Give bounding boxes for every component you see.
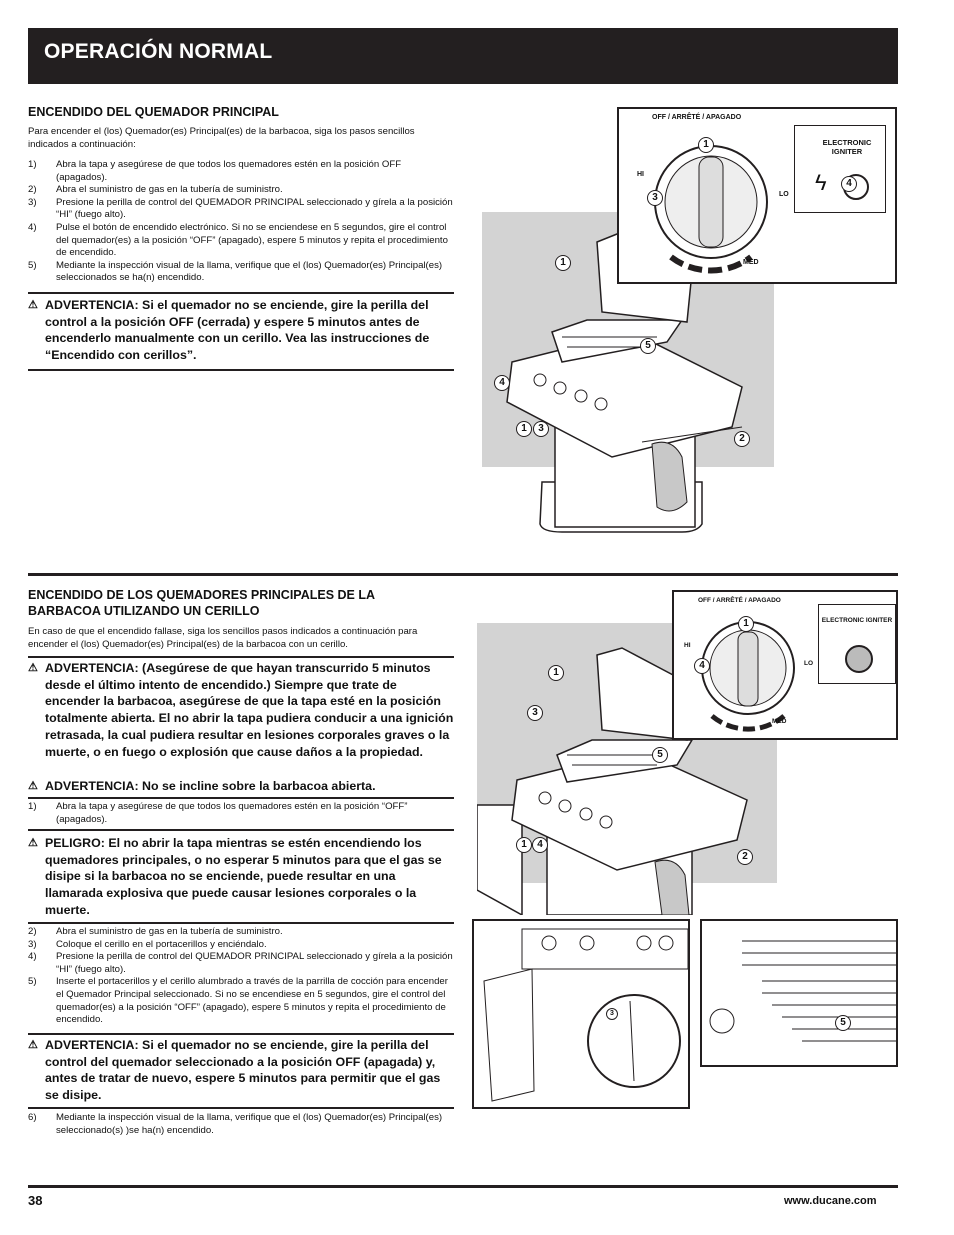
divider: [28, 829, 454, 831]
step-number: 4): [28, 951, 37, 963]
page-title: OPERACIÓN NORMAL: [44, 40, 273, 63]
divider: [28, 922, 454, 924]
step-number: 4): [28, 221, 37, 233]
callout-number: 4: [494, 375, 510, 391]
callout-number: 1: [698, 137, 714, 153]
section-divider: [28, 573, 898, 576]
igniter-button-icon: [845, 645, 873, 673]
divider: [28, 369, 454, 371]
section2-heading: ENCENDIDO DE LOS QUEMADORES PRINCIPALES …: [28, 588, 375, 618]
med-label: MED: [743, 259, 759, 266]
section1-steps: 1) Abra la tapa y asegúrese de que todos …: [28, 159, 453, 285]
knob-position-label: OFF / ARRÊTÉ / APAGADO: [652, 114, 742, 121]
step-item: 2) Abra el suministro de gas en la tuberí…: [28, 184, 453, 197]
lo-label: LO: [779, 191, 789, 198]
callout-number: 4: [694, 658, 710, 674]
section1-heading: ENCENDIDO DEL QUEMADOR PRINCIPAL: [28, 105, 279, 119]
step-text: Abra el suministro de gas en la tubería …: [56, 184, 283, 196]
step-text: Abra el suministro de gas en la tubería …: [56, 926, 283, 937]
callout-number: 1: [555, 255, 571, 271]
step-number: 3): [28, 938, 37, 950]
callout-number: 1: [548, 665, 564, 681]
callout-number: 3: [647, 190, 663, 206]
step-text: Pulse el botón de encendido electrónico.…: [56, 221, 448, 259]
callout-number: 5: [652, 747, 668, 763]
section2-warning1: ⚠ ADVERTENCIA: (Asegúrese de que hayan t…: [28, 661, 454, 759]
knob-position-label: OFF / ARRÊTÉ / APAGADO: [698, 597, 781, 604]
step-text: Abra la tapa y asegúrese de que todos lo…: [56, 159, 402, 183]
callout-number: 1: [516, 421, 532, 437]
electronic-igniter-box: ELECTRONIC IGNITER: [818, 604, 896, 684]
burner-knob-dial: [701, 621, 795, 732]
step-number: 2): [28, 184, 37, 196]
med-label: MED: [772, 718, 787, 725]
callout-number: 1: [738, 616, 754, 632]
section1-warning: ⚠ ADVERTENCIA: Si el quemador no se enci…: [28, 298, 430, 363]
divider: [28, 1033, 454, 1035]
grill-illustration-2: [477, 647, 748, 915]
callout-number: 3: [527, 705, 543, 721]
section1-intro: Para encender el (los) Quemador(es) Prin…: [28, 126, 415, 150]
callout-number: 3: [533, 421, 549, 437]
step-item: 4) Presione la perilla de control del QUE…: [28, 951, 453, 976]
step-item: 3) Coloque el cerillo en el portacerillos…: [28, 939, 453, 952]
step-number: 3): [28, 196, 37, 208]
step-item: 2) Abra el suministro de gas en la tuberí…: [28, 926, 453, 939]
electronic-igniter-box: ELECTRONIC IGNITER ϟ: [794, 125, 886, 213]
callout-number: 2: [734, 431, 750, 447]
footer-url: www.ducane.com: [784, 1195, 877, 1207]
section2-steps: 2) Abra el suministro de gas en la tuberí…: [28, 926, 453, 1027]
hi-label: HI: [684, 642, 691, 649]
page-header-bar: [28, 28, 898, 84]
step-text: Presione la perilla de control del QUEMA…: [56, 951, 453, 975]
step-item: 3) Presione la perilla de control del QUE…: [28, 197, 453, 222]
section2-warning3: ⚠ ADVERTENCIA: Si el quemador no se enci…: [28, 1038, 441, 1103]
section2-step1: 1) Abra la tapa y asegúrese de que todos…: [28, 801, 408, 825]
step-text: Presione la perilla de control del QUEMA…: [56, 196, 453, 221]
lo-label: LO: [804, 660, 814, 667]
section2-danger: ⚠ PELIGRO: El no abrir la tapa mientras …: [28, 836, 442, 917]
step-number: 5): [28, 259, 37, 271]
warning-triangle-icon: ⚠: [28, 837, 38, 849]
step-item: 5) Mediante la inspección visual de la ll…: [28, 260, 453, 285]
step-number: 2): [28, 926, 37, 937]
callout-number: 4: [841, 176, 857, 192]
grate-illustration: [709, 940, 896, 1042]
spark-icon: ϟ: [815, 170, 827, 195]
callout-number: 2: [737, 849, 753, 865]
footer-rule: [28, 1185, 898, 1188]
step-number: 1): [28, 159, 37, 170]
step-item: 4) Pulse el botón de encendido electrónic…: [28, 222, 453, 260]
step-text: Coloque el cerillo en el portacerillos y…: [56, 938, 267, 950]
step-item: 1) Abra la tapa y asegúrese de que todos …: [28, 159, 453, 184]
section2-warning2: ⚠ ADVERTENCIA: No se incline sobre la ba…: [28, 779, 376, 793]
warning-triangle-icon: ⚠: [28, 780, 38, 792]
divider: [28, 656, 454, 658]
step-item: 5) Inserte el portacerillos y el cerillo …: [28, 976, 453, 1026]
callout-number: 5: [835, 1015, 851, 1031]
callout-number: 5: [640, 338, 656, 354]
divider: [28, 1107, 454, 1109]
callout-number: 4: [532, 837, 548, 853]
hi-label: HI: [637, 171, 644, 178]
section2-intro: En caso de que el encendido fallase, sig…: [28, 626, 418, 650]
callout-number: 1: [516, 837, 532, 853]
divider: [28, 292, 454, 294]
page-number: 38: [28, 1193, 43, 1208]
step-text: Inserte el portacerillos y el cerillo al…: [56, 976, 448, 1026]
warning-triangle-icon: ⚠: [28, 1039, 38, 1051]
section2-step6: 6) Mediante la inspección visual de la l…: [28, 1112, 443, 1136]
divider: [28, 797, 454, 799]
callout-number: 3: [606, 1008, 618, 1020]
warning-triangle-icon: ⚠: [28, 299, 38, 311]
grate-lighting-detail: [700, 919, 898, 1067]
step-number: 5): [28, 976, 37, 988]
match-holder-detail: [472, 919, 690, 1109]
warning-triangle-icon: ⚠: [28, 662, 38, 674]
match-holder-illustration: [483, 928, 688, 1102]
step-text: Mediante la inspección visual de la llam…: [56, 259, 443, 284]
